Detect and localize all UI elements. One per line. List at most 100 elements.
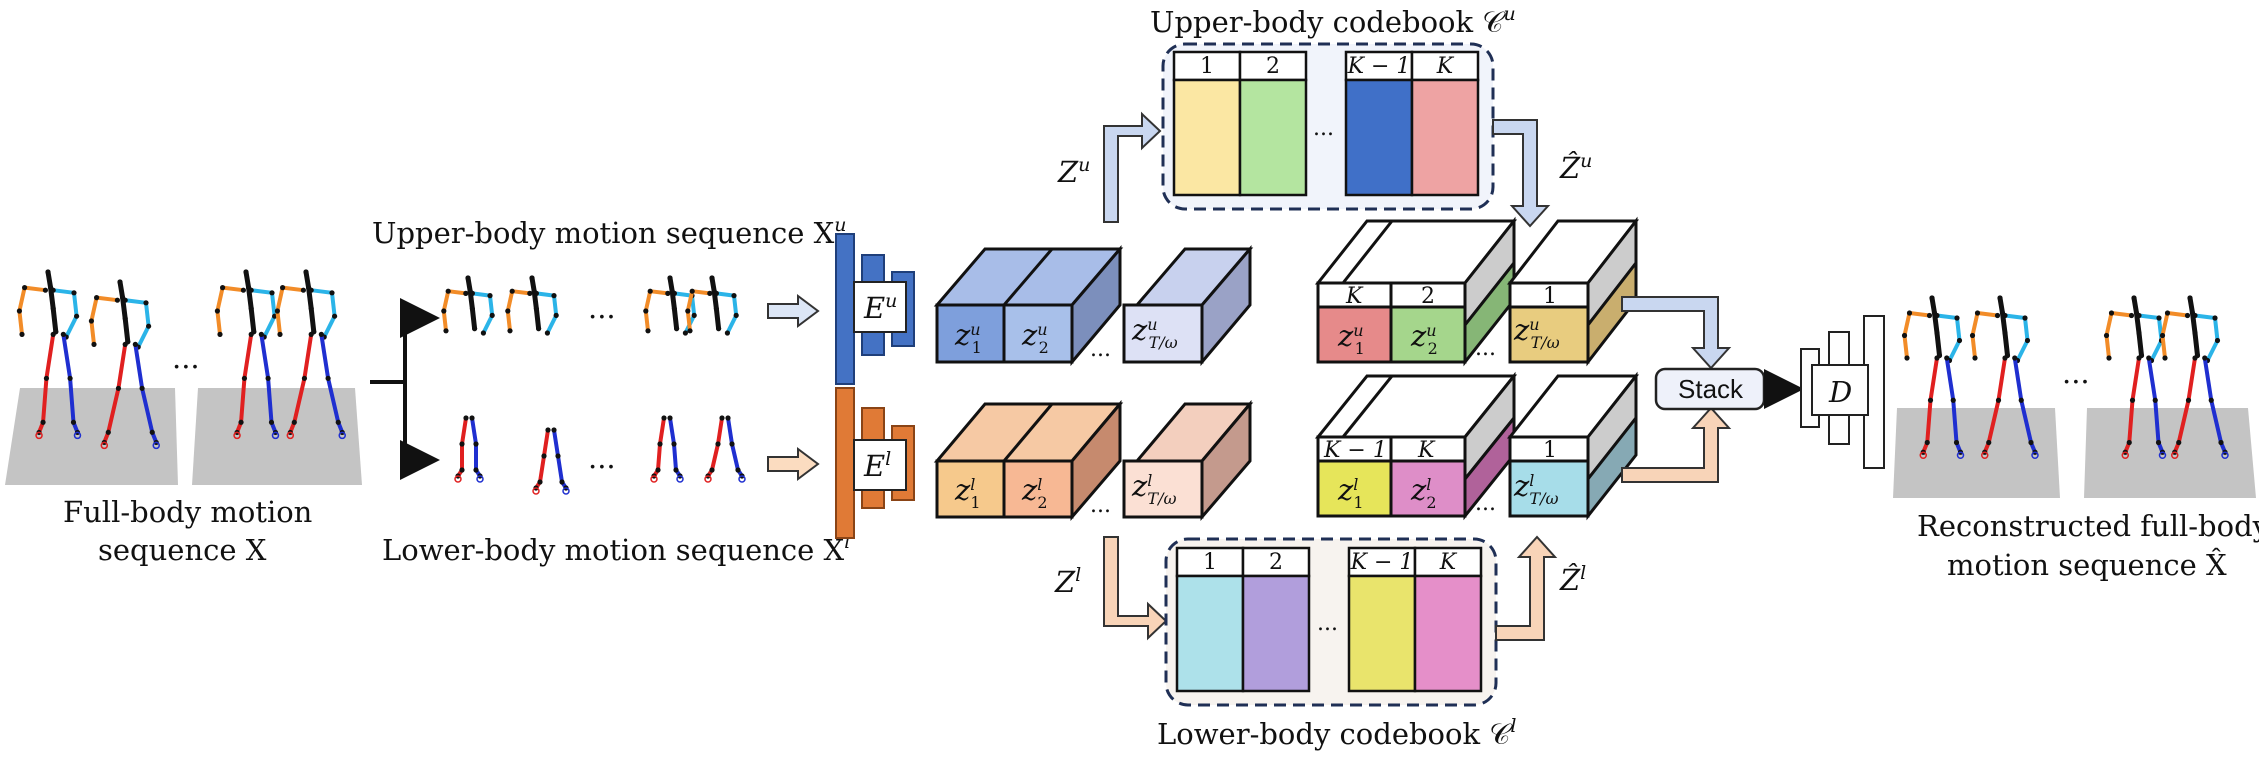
ellipsis: ... (1090, 337, 1111, 362)
stick-figure (2103, 295, 2167, 459)
ellipsis: ... (1090, 493, 1111, 518)
ellipsis: ... (1317, 611, 1338, 636)
upper-codebook-caption: Upper-body codebook 𝒞u (1150, 3, 1516, 39)
codebook-entry-label: K − 1 (1350, 550, 1414, 575)
ellipsis: ... (588, 441, 616, 475)
upper-body-sequence: Upper-body motion sequence Xu ... (372, 214, 846, 336)
codebook-entry-label: K (1436, 54, 1455, 79)
stick-figure (2159, 295, 2229, 459)
codebook-entry: 2 (1238, 50, 1308, 197)
quant-upper-label-2: 2 (1421, 284, 1435, 309)
ellipsis: ... (1475, 491, 1496, 516)
quant-lower-label-2: K (1417, 438, 1436, 463)
ground-plane (2084, 408, 2256, 498)
zhat-u-arrow: Ẑu (1492, 119, 1592, 228)
zhat-l-label: Ẑl (1559, 562, 1586, 597)
encoder-upper-label: Eu (863, 290, 897, 325)
codebook-entry-label: 2 (1266, 54, 1280, 79)
stick-figure (88, 279, 160, 450)
codebook-entry-label: K − 1 (1347, 54, 1411, 79)
lower-codebook: 1 2 K − 1 K ... Lower-body codebook 𝒞l (1157, 537, 1516, 751)
reconstructed-caption-line2: motion sequence X̂ (1947, 548, 2227, 582)
ground-plane (5, 388, 178, 485)
upper-body-figure (685, 275, 739, 336)
stick-figure (1969, 295, 2039, 459)
ellipsis: ... (2062, 356, 2090, 390)
full-body-caption-line1: Full-body motion (63, 495, 312, 529)
codebook-entry: 1 (1175, 546, 1245, 693)
reconstructed-sequence: ... Reconstructed full-body motion seque… (1893, 295, 2259, 582)
full-body-caption-line2: sequence X (98, 533, 267, 567)
upper-seq-caption: Upper-body motion sequence Xu (372, 214, 846, 250)
quant-lower-label-3: 1 (1543, 438, 1557, 463)
to-stack-arrows (1621, 296, 1732, 483)
codebook-entry: 1 (1172, 50, 1242, 197)
zhat-u-label: Ẑu (1559, 150, 1592, 185)
codebook-entry-label: 1 (1200, 54, 1214, 79)
ellipsis: ... (1475, 336, 1496, 361)
codebook-entry: K (1413, 546, 1483, 693)
upper-encoder: Eu (835, 233, 915, 385)
lower-encoder: El (835, 387, 915, 539)
quant-lower-label-1: K − 1 (1323, 438, 1387, 463)
lower-body-sequence: ... Lower-body motion sequence Xl (382, 415, 850, 567)
encoder-lower-label: El (863, 448, 891, 483)
lower-body-figure (532, 427, 570, 495)
ellipsis: ... (588, 291, 616, 325)
decoder-label: D (1828, 375, 1852, 409)
zl-arrow: Zl (1054, 536, 1168, 641)
quant-upper-label-1: K (1345, 284, 1364, 309)
lower-body-figure (454, 415, 484, 483)
upper-body-figure (505, 275, 559, 336)
stick-figure (274, 269, 346, 440)
split-arrow (370, 298, 440, 480)
stack-label: Stack (1678, 374, 1744, 404)
codebook-entry-label: 2 (1269, 550, 1283, 575)
full-body-sequence: ... Full-body motion sequence X (5, 269, 362, 567)
codebook-entry-label: K (1439, 550, 1458, 575)
upper-input-arrow (767, 294, 820, 328)
stick-figure (1901, 295, 1965, 459)
zu-label: Zu (1057, 154, 1090, 189)
stick-figure (16, 269, 82, 440)
zl-label: Zl (1054, 564, 1081, 599)
ground-plane (192, 388, 362, 485)
lower-codebook-caption: Lower-body codebook 𝒞l (1157, 715, 1516, 751)
stick-figure (214, 269, 280, 440)
ellipsis: ... (172, 341, 200, 375)
lower-body-figure (704, 415, 746, 483)
stack-block: Stack (1654, 367, 1766, 411)
zu-arrow: Zu (1057, 111, 1162, 223)
upper-codebook: Upper-body codebook 𝒞u 1 2 K − 1 K ... (1150, 3, 1516, 211)
ellipsis: ... (1313, 116, 1334, 141)
lower-seq-caption: Lower-body motion sequence Xl (382, 531, 850, 567)
decoder: D (1800, 315, 1885, 469)
zhat-l-arrow: Ẑl (1495, 535, 1586, 641)
reconstructed-caption-line1: Reconstructed full-body (1917, 509, 2259, 543)
codebook-entry: 2 (1241, 546, 1311, 693)
upper-body-figure (441, 275, 495, 336)
codebook-entry-label: 1 (1203, 550, 1217, 575)
codebook-entry: K − 1 (1344, 50, 1414, 197)
codebook-entry: K − 1 (1347, 546, 1417, 693)
lower-input-arrow (767, 447, 820, 481)
ground-plane (1893, 408, 2060, 498)
codebook-entry: K (1410, 50, 1480, 197)
